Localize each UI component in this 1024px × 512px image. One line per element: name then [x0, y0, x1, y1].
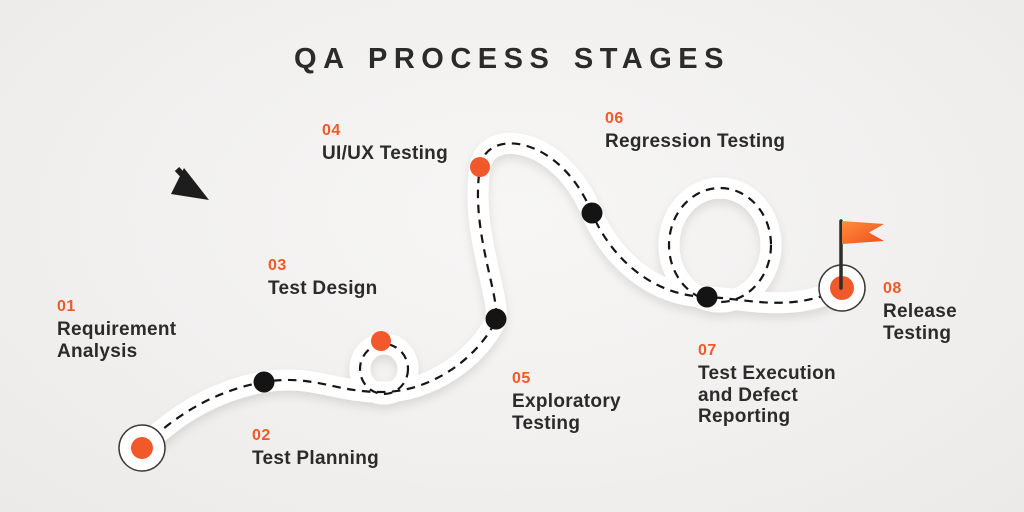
centerline-loop-small — [358, 342, 410, 396]
stage-name-line: UI/UX Testing — [322, 143, 448, 164]
stage-name-line: Exploratory — [512, 391, 621, 412]
stage-05-marker — [485, 308, 507, 330]
stage-name-line: Release — [883, 301, 957, 322]
stage-label-08: 08 Release Testing — [883, 279, 957, 344]
stage-label-04: 04 UI/UX Testing — [322, 121, 448, 165]
centerline-loop-large — [667, 186, 773, 304]
stage-name-line: Test Design — [268, 278, 378, 299]
stage-number: 04 — [322, 122, 341, 139]
stage-number: 06 — [605, 110, 624, 127]
stage-name-line: Test Execution — [698, 363, 836, 384]
stage-06-marker — [581, 202, 603, 224]
stage-03-marker — [371, 331, 391, 351]
finish-flag-icon — [839, 219, 884, 290]
stage-label-07: 07 Test Execution and Defect Reporting — [698, 341, 836, 428]
stage-04-marker — [470, 157, 490, 177]
stage-name-line: Analysis — [57, 340, 138, 362]
stage-name-line: Requirement — [57, 319, 177, 340]
page-title: QA PROCESS STAGES — [294, 43, 730, 75]
stage-name-line: Test Planning — [252, 448, 380, 469]
stage-number: 02 — [252, 427, 271, 444]
stage-number: 08 — [883, 280, 902, 297]
stage-number: 07 — [698, 342, 717, 359]
stage-label-06: 06 Regression Testing — [605, 109, 785, 153]
stage-number: 01 — [57, 298, 76, 315]
stage-name-line: and Defect — [698, 384, 799, 406]
stage-02-marker — [253, 371, 275, 393]
start-orange-dot — [131, 437, 153, 459]
stage-number: 05 — [512, 370, 531, 387]
stage-name-line: Testing — [512, 412, 581, 434]
stage-label-05: 05 Exploratory Testing — [512, 369, 621, 434]
stage-07-marker — [696, 286, 718, 308]
cursor-arrow-head — [171, 168, 209, 200]
centerline-main-path — [141, 142, 843, 449]
stage-name-line: Reporting — [698, 406, 791, 427]
stage-label-02: 02 Test Planning — [252, 426, 379, 470]
stage-01-start-marker — [118, 424, 166, 472]
stage-number: 03 — [268, 257, 287, 274]
stage-08-finish-marker — [818, 219, 884, 312]
road-centerline — [141, 142, 843, 449]
stage-name-line: Regression Testing — [605, 131, 786, 152]
flag-cloth — [842, 221, 884, 244]
stage-label-01: 01 Requirement Analysis — [57, 297, 176, 362]
stage-label-03: 03 Test Design — [268, 256, 378, 300]
stage-name-line: Testing — [883, 322, 952, 344]
cursor-arrow-icon — [171, 166, 209, 200]
